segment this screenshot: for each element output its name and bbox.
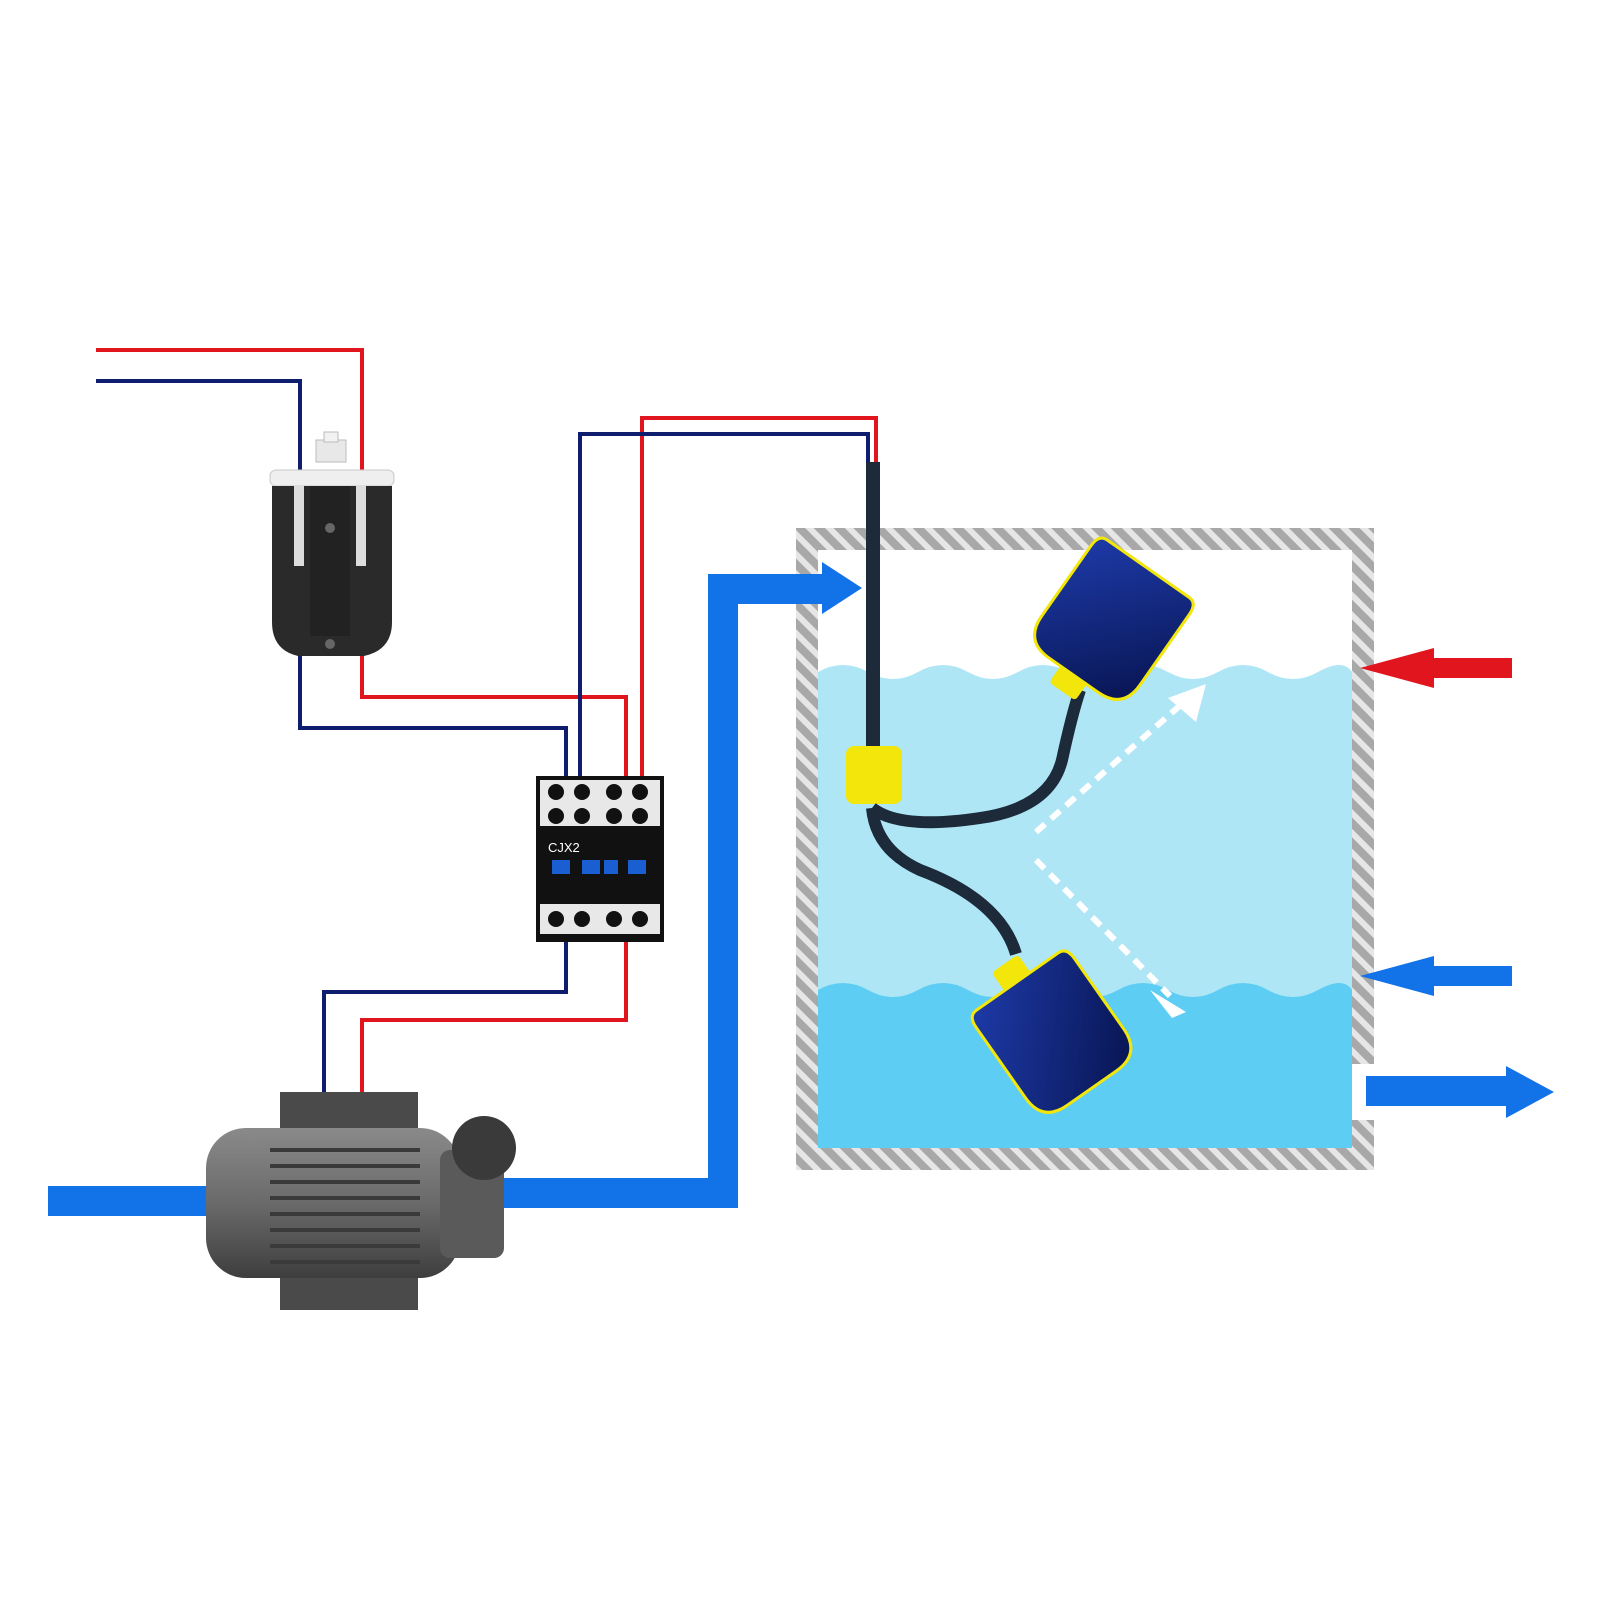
float-travel-path: [1033, 857, 1173, 999]
float-switch-icon: [1033, 536, 1195, 701]
contactor-pump-neutral-wire: [322, 938, 568, 1100]
pipes: [48, 562, 1554, 1216]
contactor-icon: CJX2: [536, 776, 664, 942]
contactor-float-neutral-wire: [578, 432, 870, 778]
float-cable-lower: [866, 807, 1022, 956]
contactor-pump-live-wire: [360, 938, 628, 1100]
float-travel-arrows: [1033, 699, 1186, 999]
circuit-breaker-icon: [269, 431, 395, 656]
cable-weight: [846, 746, 902, 804]
float-switch-assembly: [846, 462, 1195, 1114]
breaker-contactor-live-wire: [360, 650, 628, 778]
float-switch-icon: [970, 949, 1133, 1114]
contactor-float-live-wire: [640, 416, 878, 778]
supply-live-wire: [96, 348, 364, 478]
float-travel-arrowhead-down: [1150, 990, 1186, 1018]
suction-pipe: [48, 1186, 218, 1216]
low-level-arrow: [1360, 956, 1512, 996]
outlet-pipe: [1366, 1066, 1554, 1118]
float-travel-path: [1034, 699, 1186, 835]
wiring: [96, 348, 878, 1100]
float-cable-upper: [868, 688, 1086, 829]
contactor-label: CJX2: [548, 840, 580, 855]
water-pump-icon: [206, 1092, 516, 1310]
float-cable-rod: [866, 462, 880, 752]
breaker-contactor-neutral-wire: [298, 650, 568, 778]
float-travel-arrowhead-up: [1168, 684, 1206, 722]
supply-neutral-wire: [96, 379, 302, 478]
high-level-arrow: [1360, 648, 1512, 688]
